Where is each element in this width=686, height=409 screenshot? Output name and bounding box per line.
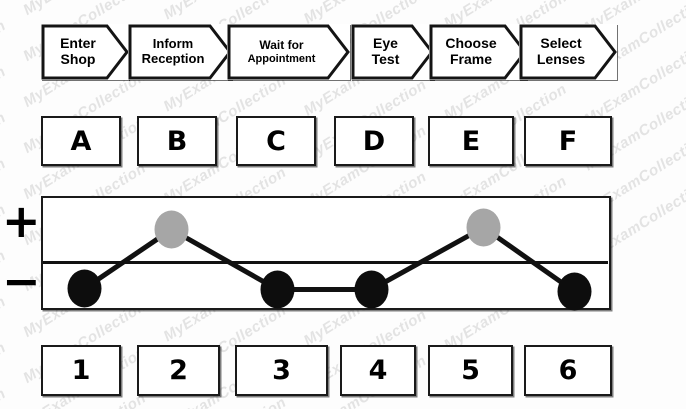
number-cell-label: 3 (272, 355, 291, 386)
process-step-line1: Enter (60, 35, 96, 52)
process-step-line1: Wait for (259, 38, 304, 53)
chart-point-6-negative[interactable] (557, 272, 592, 311)
number-cell-label: 4 (368, 355, 388, 386)
process-step-line1: Select (540, 35, 582, 52)
process-step-line2: Frame (449, 51, 493, 67)
chart-svg (43, 208, 608, 311)
chevron-shape (41, 24, 129, 80)
process-step-line2: Appointment (247, 52, 316, 65)
process-step-line2: Lenses (536, 51, 586, 67)
process-step-line1: Eye (373, 35, 398, 52)
process-step-line1: Inform (152, 36, 194, 52)
letter-cell-e[interactable]: E (428, 116, 514, 166)
process-step-line1: Choose (445, 35, 497, 52)
letter-cell-b[interactable]: B (137, 116, 217, 166)
chart-point-2-positive[interactable] (154, 210, 189, 249)
chevron-shape (351, 24, 434, 80)
number-cell-3[interactable]: 3 (235, 345, 328, 396)
process-step-line2: Test (371, 51, 400, 67)
number-cell-label: 5 (461, 355, 480, 386)
chevron-shape (519, 24, 617, 80)
number-cell-2[interactable]: 2 (137, 345, 220, 396)
chart-point-1-negative[interactable] (67, 269, 102, 308)
letter-cell-label: C (266, 125, 286, 157)
number-cell-1[interactable]: 1 (41, 345, 121, 396)
letter-cell-f[interactable]: F (524, 116, 612, 166)
letter-cell-label: A (70, 125, 92, 157)
number-cell-label: 6 (558, 355, 578, 386)
letter-cell-label: D (362, 125, 386, 157)
process-step-line2: Shop (60, 51, 96, 67)
plus-sign-label: + (2, 194, 41, 248)
chevron-shape (128, 24, 232, 80)
chart-point-3-negative[interactable] (260, 270, 295, 309)
number-cell-6[interactable]: 6 (524, 345, 612, 396)
chart-point-5-positive[interactable] (466, 208, 501, 247)
number-cell-5[interactable]: 5 (428, 345, 513, 396)
chevron-shape (429, 24, 527, 80)
letter-cell-d[interactable]: D (334, 116, 414, 166)
process-step-line2: Reception (141, 51, 205, 66)
chevron-shape (227, 24, 350, 80)
chart-plot-area[interactable] (41, 196, 611, 311)
letter-cell-c[interactable]: C (236, 116, 316, 166)
number-cell-label: 1 (71, 355, 91, 386)
watermark-text: MyExamCollectionMyExamCollectionMyExamCo… (0, 0, 686, 14)
letter-cell-label: B (166, 125, 188, 157)
number-cell-4[interactable]: 4 (340, 345, 416, 396)
number-cell-label: 2 (169, 355, 188, 386)
minus-sign-label: − (2, 254, 41, 308)
chart-point-4-negative[interactable] (354, 270, 389, 309)
letter-cell-label: F (558, 125, 578, 157)
letter-cell-a[interactable]: A (41, 116, 121, 166)
letter-cell-label: E (461, 125, 481, 157)
